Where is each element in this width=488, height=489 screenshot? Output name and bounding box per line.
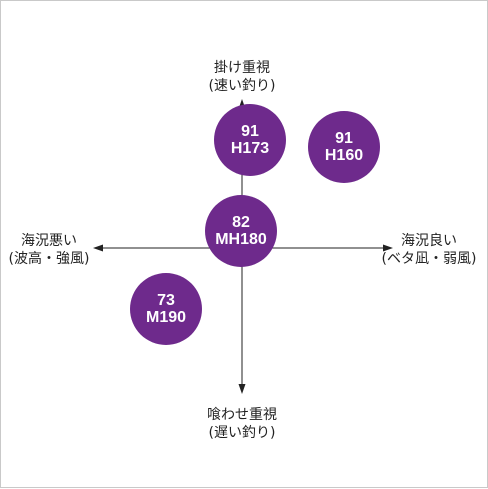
axis-label-left: 海況悪い (波高・強風) bbox=[1, 232, 97, 268]
axis-label-bottom-line1: 喰わせ重視 bbox=[207, 407, 277, 423]
axis-label-bottom: 喰わせ重視 (遅い釣り) bbox=[182, 406, 302, 442]
item-circle-h173: 91 H173 bbox=[214, 104, 286, 176]
axis-label-top-line2: (速い釣り) bbox=[208, 78, 276, 94]
item-code: MH180 bbox=[215, 231, 267, 248]
item-value: 82 bbox=[232, 214, 250, 231]
item-code: H173 bbox=[230, 140, 270, 157]
item-code: H160 bbox=[324, 147, 364, 164]
arrow-down-icon bbox=[238, 384, 246, 394]
item-circle-mh180: 82 MH180 bbox=[205, 195, 277, 267]
item-circle-h160: 91 H160 bbox=[308, 111, 380, 183]
item-circle-m190: 73 M190 bbox=[130, 273, 202, 345]
axis-label-top: 掛け重視 (速い釣り) bbox=[189, 59, 295, 95]
arrow-left-icon bbox=[93, 244, 103, 252]
item-value: 91 bbox=[335, 130, 353, 147]
axis-label-left-line2: (波高・強風) bbox=[8, 251, 90, 267]
axis-label-right-line1: 海況良い bbox=[401, 233, 457, 249]
item-value: 73 bbox=[157, 292, 175, 309]
item-value: 91 bbox=[241, 123, 259, 140]
axis-label-right-line2: (ベタ凪・弱風) bbox=[381, 251, 477, 267]
arrow-right-icon bbox=[383, 244, 393, 252]
axis-label-left-line1: 海況悪い bbox=[21, 233, 77, 249]
axis-label-top-line1: 掛け重視 bbox=[214, 60, 270, 76]
item-code: M190 bbox=[145, 309, 187, 326]
axis-label-bottom-line2: (遅い釣り) bbox=[208, 425, 276, 441]
axis-label-right: 海況良い (ベタ凪・弱風) bbox=[373, 232, 485, 268]
